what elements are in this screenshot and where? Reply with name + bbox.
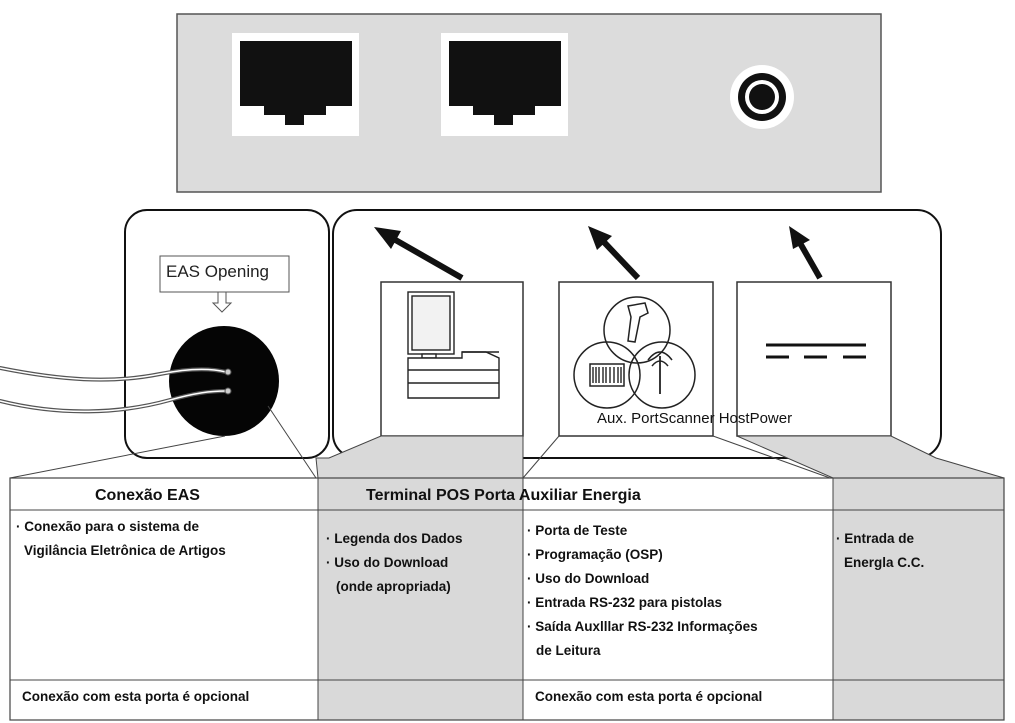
cell-auxiliar: · Porta de Teste · Programação (OSP) · U…: [527, 519, 758, 663]
eas-opening-box: [159, 255, 290, 293]
arrow-to-port-1-icon: [374, 227, 464, 281]
footer-eas: Conexão com esta porta é opcional: [22, 689, 250, 704]
cell-terminal-line: (onde apropriada): [336, 579, 451, 594]
power-jack: [730, 65, 794, 129]
scanner-projection-right: [712, 435, 831, 479]
cell-eas: · Conexão para o sistema de Vigilância E…: [16, 515, 226, 563]
header-eas: Conexão EAS: [95, 487, 200, 504]
header-middle: Terminal POS Porta Auxiliar Energia: [366, 487, 641, 504]
eas-opening-label: EAS Opening: [166, 262, 270, 281]
rj-port-1: [232, 33, 359, 136]
cell-energia: · Entrada de Energla C.C.: [836, 527, 924, 575]
pos-terminal-icon: [407, 291, 500, 399]
cell-terminal-line: · Legenda dos Dados: [326, 531, 463, 546]
cell-eas-line: · Conexão para o sistema de: [16, 519, 200, 534]
eas-cables: [0, 366, 232, 414]
cell-energia-line: · Entrada de: [836, 531, 915, 546]
eas-projection-right: [267, 405, 317, 479]
cell-eas-line: Vigilância Eletrônica de Artigos: [24, 543, 226, 558]
cell-auxiliar-line: · Programação (OSP): [527, 547, 663, 562]
cell-energia-line: Energla C.C.: [844, 555, 925, 570]
aux-port-label: Aux. PortScanner HostPower: [597, 410, 793, 427]
down-arrow-icon: [211, 291, 233, 313]
arrow-to-power-icon: [789, 226, 823, 280]
cell-auxiliar-line: · Entrada RS-232 para pistolas: [527, 595, 723, 610]
scanner-host-icon: [573, 296, 696, 409]
cell-auxiliar-line: · Porta de Teste: [527, 523, 628, 538]
cell-auxiliar-line: · Saída Auxlllar RS-232 Informações: [527, 619, 758, 634]
cell-auxiliar-line: de Leitura: [536, 643, 601, 658]
scanner-projection-left: [522, 435, 560, 479]
rj-port-2: [441, 33, 568, 136]
footer-auxiliar: Conexão com esta porta é opcional: [535, 689, 763, 704]
cell-terminal: · Legenda dos Dados · Uso do Download (o…: [326, 527, 463, 599]
eas-projection-left: [9, 435, 226, 479]
cell-auxiliar-line: · Uso do Download: [527, 571, 650, 586]
arrow-to-port-2-icon: [588, 226, 641, 281]
dc-power-icon: [766, 343, 866, 359]
cell-terminal-line: · Uso do Download: [326, 555, 449, 570]
eas-hole: [169, 326, 279, 436]
port-table: [9, 477, 1005, 721]
